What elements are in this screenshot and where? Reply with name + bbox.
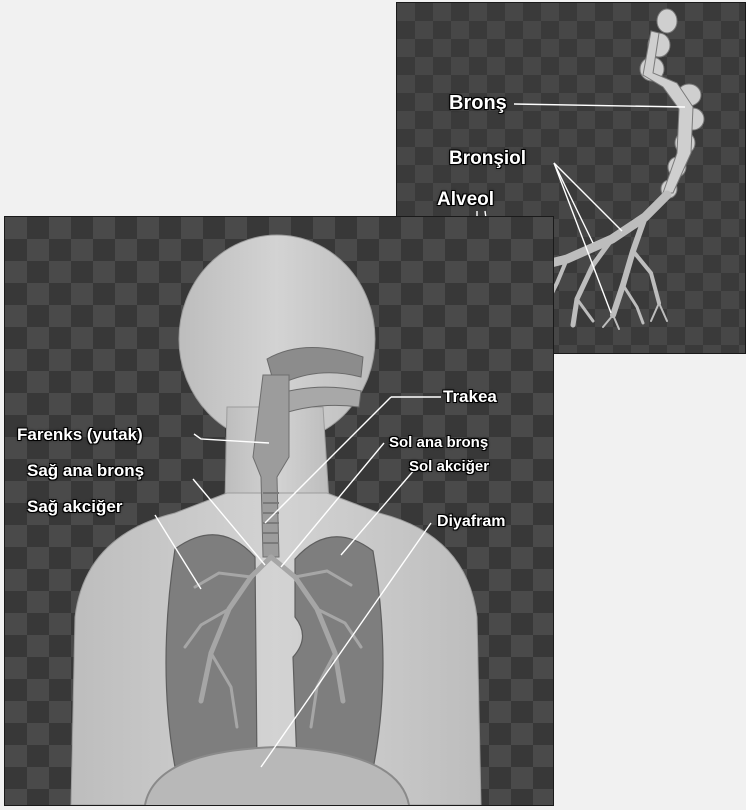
label-alveol: Alveol bbox=[437, 189, 494, 211]
label-sag-akciger: Sağ akciğer bbox=[27, 497, 122, 517]
label-sol-akciger: Sol akciğer bbox=[409, 458, 489, 475]
label-sol-ana-brons: Sol ana bronş bbox=[389, 434, 488, 451]
label-brons: Bronş bbox=[449, 92, 507, 115]
label-farenks: Farenks (yutak) bbox=[17, 425, 143, 445]
label-trakea: Trakea bbox=[443, 387, 497, 407]
label-bronsiol: Bronşiol bbox=[449, 148, 526, 170]
label-diyafram: Diyafram bbox=[437, 513, 505, 531]
label-sag-ana-brons: Sağ ana bronş bbox=[27, 461, 144, 481]
respiratory-system-panel: Farenks (yutak) Sağ ana bronş Sağ akciğe… bbox=[4, 216, 554, 806]
